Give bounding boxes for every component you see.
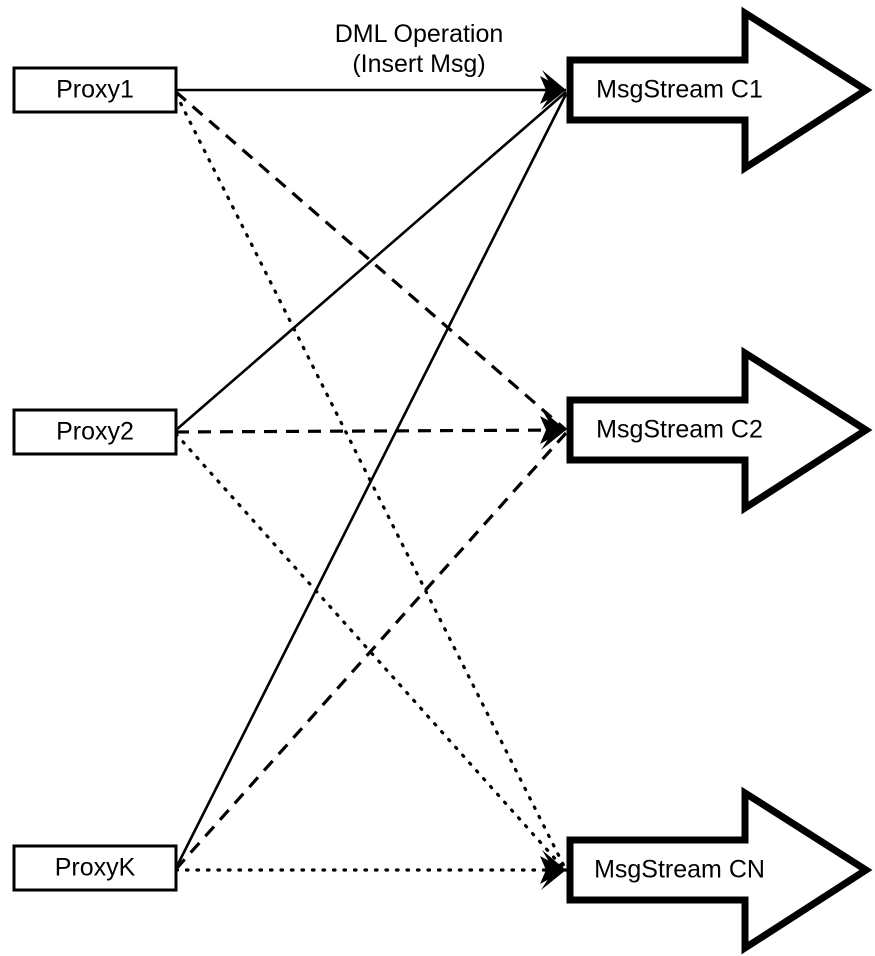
proxy-box-proxy2[interactable] (12, 408, 178, 456)
stream-node-stream-c2[interactable]: MsgStream C2 (566, 346, 873, 515)
stream-arrow-shape-stream-c1[interactable] (566, 6, 873, 175)
arrowhead-head-c1 (540, 70, 566, 110)
stream-node-stream-cn[interactable]: MsgStream CN (566, 786, 873, 955)
stream-label-stream-c1: MsgStream C1 (596, 76, 763, 104)
dml-operation-label-line2: (Insert Msg) (352, 50, 485, 78)
link-proxyk-to-stream-c1 (174, 93, 568, 869)
proxy-node-proxyk[interactable]: ProxyK (12, 844, 178, 892)
proxy-label-proxy2: Proxy2 (56, 418, 134, 446)
stream-label-stream-cn: MsgStream CN (594, 856, 765, 884)
links-layer (174, 88, 568, 873)
dml-operation-label-line1: DML Operation (335, 20, 504, 48)
arrowhead-head-c2 (540, 410, 566, 450)
proxy-box-proxyk[interactable] (12, 844, 178, 892)
annotations-layer: DML Operation (Insert Msg) (335, 20, 504, 78)
stream-arrow-shape-stream-c2[interactable] (566, 346, 873, 515)
stream-label-stream-c2: MsgStream C2 (596, 416, 763, 444)
proxy-box-proxy1[interactable] (12, 66, 178, 114)
link-proxy1-to-stream-c2 (174, 90, 568, 432)
proxy-node-proxy1[interactable]: Proxy1 (12, 66, 178, 114)
link-proxy2-to-stream-c1 (175, 91, 567, 431)
proxy-node-proxy2[interactable]: Proxy2 (12, 408, 178, 456)
link-proxy2-to-stream-c2 (175, 428, 567, 434)
arrowhead-head-cn (540, 850, 566, 890)
arrowheads-layer (540, 70, 566, 890)
link-proxy1-to-stream-cn (174, 92, 568, 872)
stream-node-stream-c1[interactable]: MsgStream C1 (566, 6, 873, 175)
stream-arrow-shape-stream-cn[interactable] (566, 786, 873, 955)
proxy-label-proxyk: ProxyK (55, 854, 136, 882)
link-proxyk-to-stream-c2 (174, 431, 568, 871)
streams-layer: MsgStream C1 MsgStream C2 MsgStream CN (566, 6, 873, 955)
proxy-label-proxy1: Proxy1 (56, 76, 134, 104)
